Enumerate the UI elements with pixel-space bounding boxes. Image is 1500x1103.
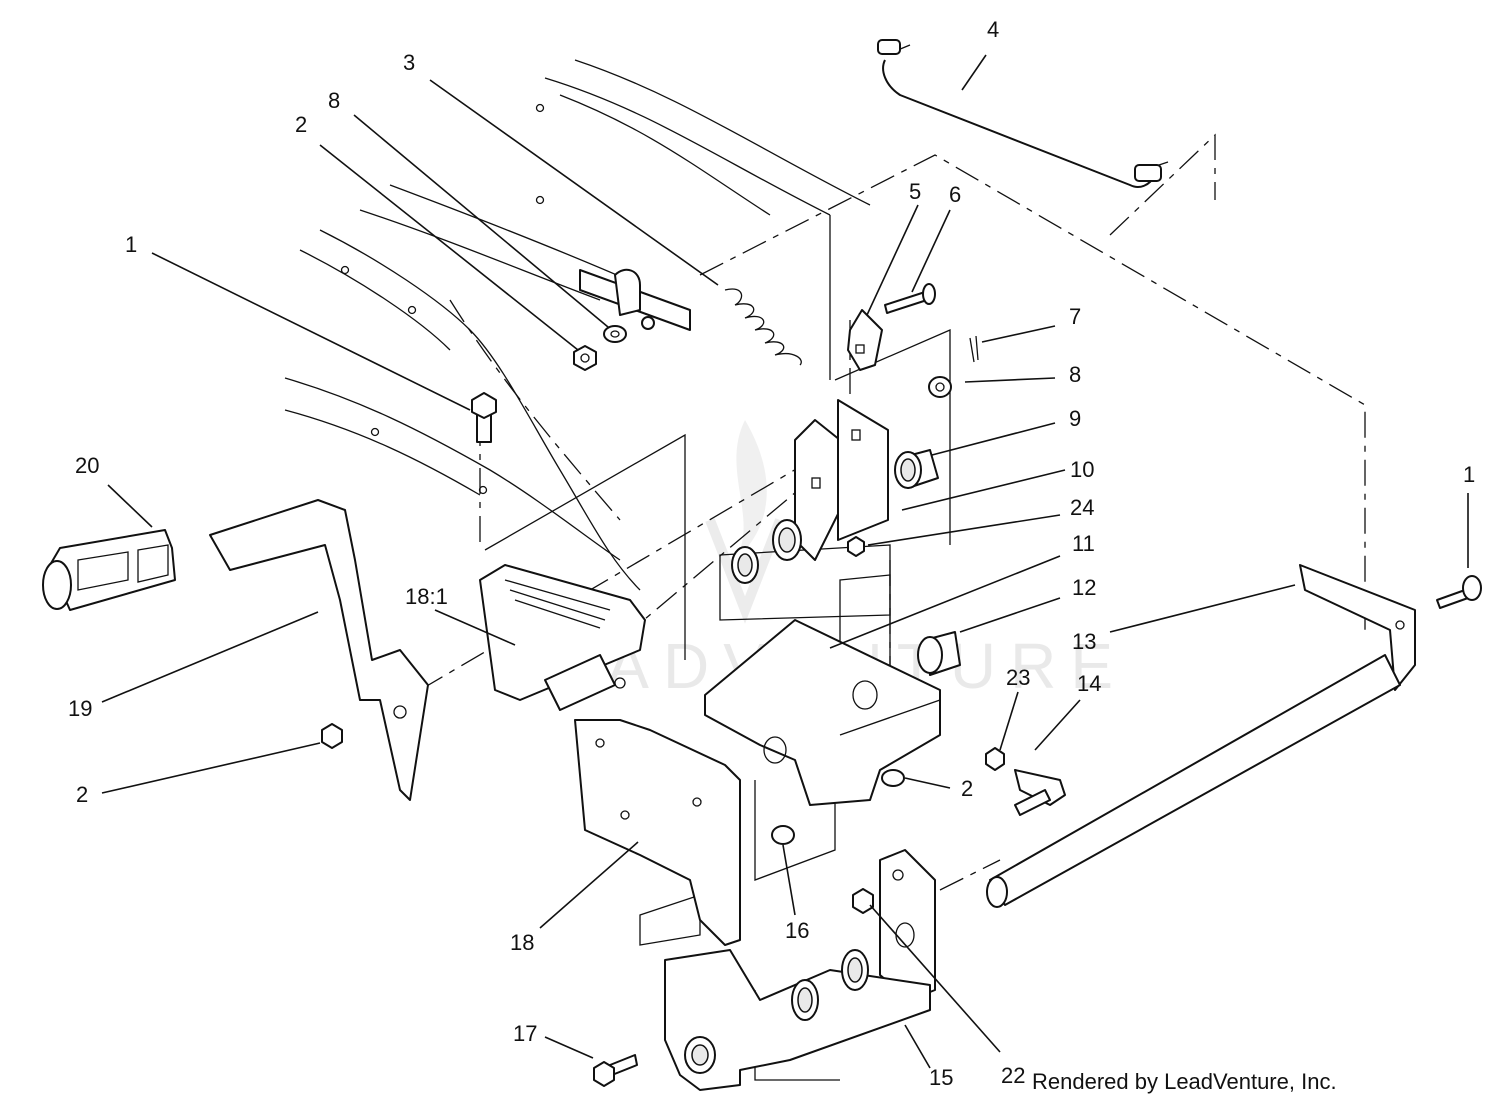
part-23-nut [985, 747, 1005, 771]
part-6-bolt [884, 283, 936, 314]
part-3-spring [579, 268, 802, 366]
callout-14: 14 [1077, 671, 1101, 696]
callout-6: 6 [949, 182, 961, 207]
callout-1-right: 1 [1463, 462, 1475, 487]
callout-13: 13 [1072, 629, 1096, 654]
part-8-washer-right [928, 376, 952, 398]
part-1-bolt-right [1436, 575, 1482, 609]
callout-24: 24 [1070, 495, 1094, 520]
callout-8-right: 8 [1069, 362, 1081, 387]
callout-23: 23 [1006, 665, 1030, 690]
callout-20: 20 [75, 453, 99, 478]
part-8-washer-top [603, 325, 627, 343]
callout-11: 11 [1072, 531, 1095, 556]
callout-19: 19 [68, 696, 92, 721]
part-17-bolt [593, 1054, 638, 1087]
callout-5: 5 [909, 179, 921, 204]
callout-18-1: 18:1 [405, 584, 448, 609]
callout-labels: 1 2 3 4 5 6 7 8 8 9 10 24 11 12 13 1 20 … [68, 17, 1475, 1090]
part-2-nut-top [573, 345, 597, 371]
callout-2-top: 2 [295, 112, 307, 137]
callout-18: 18 [510, 930, 534, 955]
part-2-nut-left [321, 723, 343, 749]
part-19-pedal-lever [209, 499, 429, 801]
part-24-nut [847, 536, 865, 557]
part-1-bolt-left [471, 392, 497, 443]
part-9-bushing [894, 449, 939, 489]
rendered-by-credit: Rendered by LeadVenture, Inc. [1032, 1069, 1337, 1094]
callout-8-top: 8 [328, 88, 340, 113]
callout-1-left: 1 [125, 232, 137, 257]
part-14-fitting [1014, 769, 1066, 816]
part-4-rod [877, 39, 1169, 188]
callout-17: 17 [513, 1021, 537, 1046]
part-5-bracket [847, 309, 883, 371]
part-12-bushing [917, 631, 961, 676]
part-10-pedal-arm [794, 399, 889, 561]
callout-4: 4 [987, 17, 999, 42]
part-13-shaft [986, 564, 1416, 908]
part-18-1-pedal [479, 564, 646, 711]
part-11-pivot-bracket [704, 619, 941, 806]
callout-7: 7 [1069, 304, 1081, 329]
part-16-nut [771, 825, 795, 845]
part-2-nut-right [881, 769, 905, 787]
part-18-bracket [574, 719, 741, 946]
callout-16: 16 [785, 918, 809, 943]
leader-lines [101, 54, 1469, 1069]
callout-9: 9 [1069, 406, 1081, 431]
callout-2-right: 2 [961, 776, 973, 801]
callout-10: 10 [1070, 457, 1094, 482]
callout-2-left: 2 [76, 782, 88, 807]
callout-12: 12 [1072, 575, 1096, 600]
callout-3: 3 [403, 50, 415, 75]
part-7-cotter-pin [969, 335, 979, 363]
frame-outline [284, 59, 1366, 1081]
callout-15: 15 [929, 1065, 953, 1090]
callout-22: 22 [1001, 1063, 1025, 1088]
part-15-lower-bracket [664, 949, 931, 1091]
bushing-pair-upper [731, 519, 802, 584]
part-20-pedal-pad [42, 529, 176, 611]
